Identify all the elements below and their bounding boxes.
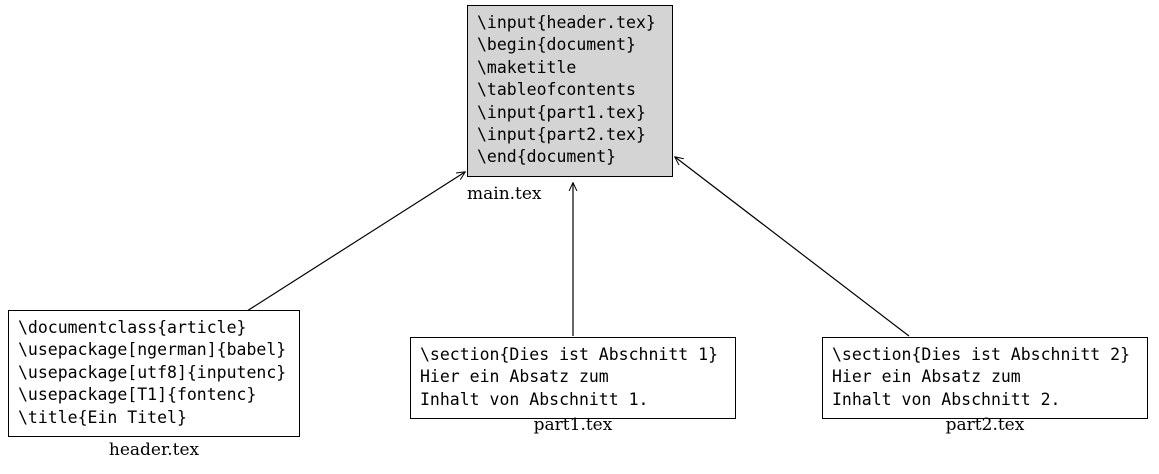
code-line: Inhalt von Abschnitt 2. bbox=[832, 389, 1061, 409]
code-line: \maketitle bbox=[477, 57, 577, 77]
code-line: \input{part1.tex} bbox=[477, 102, 646, 122]
code-line: \input{header.tex} bbox=[477, 13, 656, 32]
code-line: Inhalt von Abschnitt 1. bbox=[420, 389, 649, 409]
code-line: \end{document} bbox=[477, 147, 617, 167]
code-line: \begin{document} bbox=[477, 35, 636, 55]
code-line: \tableofcontents bbox=[477, 80, 636, 100]
edge-part2-to-main bbox=[675, 157, 910, 337]
edge-header-to-main bbox=[246, 172, 465, 312]
node-part1-tex[interactable]: \section{Dies ist Abschnitt 1} Hier ein … bbox=[410, 337, 736, 420]
caption-header-tex: header.tex bbox=[108, 440, 200, 460]
code-line: \usepackage[utf8]{inputenc} bbox=[18, 362, 287, 382]
code-line: \section{Dies ist Abschnitt 2} bbox=[832, 345, 1131, 364]
code-line: \section{Dies ist Abschnitt 1} bbox=[420, 345, 719, 364]
caption-part2-tex: part2.tex bbox=[945, 415, 1025, 435]
code-line: \title{Ein Titel} bbox=[18, 407, 187, 427]
caption-part1-tex: part1.tex bbox=[533, 415, 613, 435]
caption-main-tex: main.tex bbox=[467, 184, 542, 204]
code-line: \usepackage[ngerman]{babel} bbox=[18, 340, 287, 360]
code-line: \documentclass{article} bbox=[18, 318, 247, 337]
code-line: \input{part2.tex} bbox=[477, 125, 646, 145]
code-line: \usepackage[T1]{fontenc} bbox=[18, 385, 257, 405]
node-main-tex[interactable]: \input{header.tex} \begin{document} \mak… bbox=[467, 5, 673, 177]
node-header-tex[interactable]: \documentclass{article} \usepackage[nger… bbox=[8, 310, 300, 438]
code-line: Hier ein Absatz zum bbox=[420, 367, 609, 387]
node-part2-tex[interactable]: \section{Dies ist Abschnitt 2} Hier ein … bbox=[822, 337, 1148, 420]
code-line: Hier ein Absatz zum bbox=[832, 367, 1021, 387]
